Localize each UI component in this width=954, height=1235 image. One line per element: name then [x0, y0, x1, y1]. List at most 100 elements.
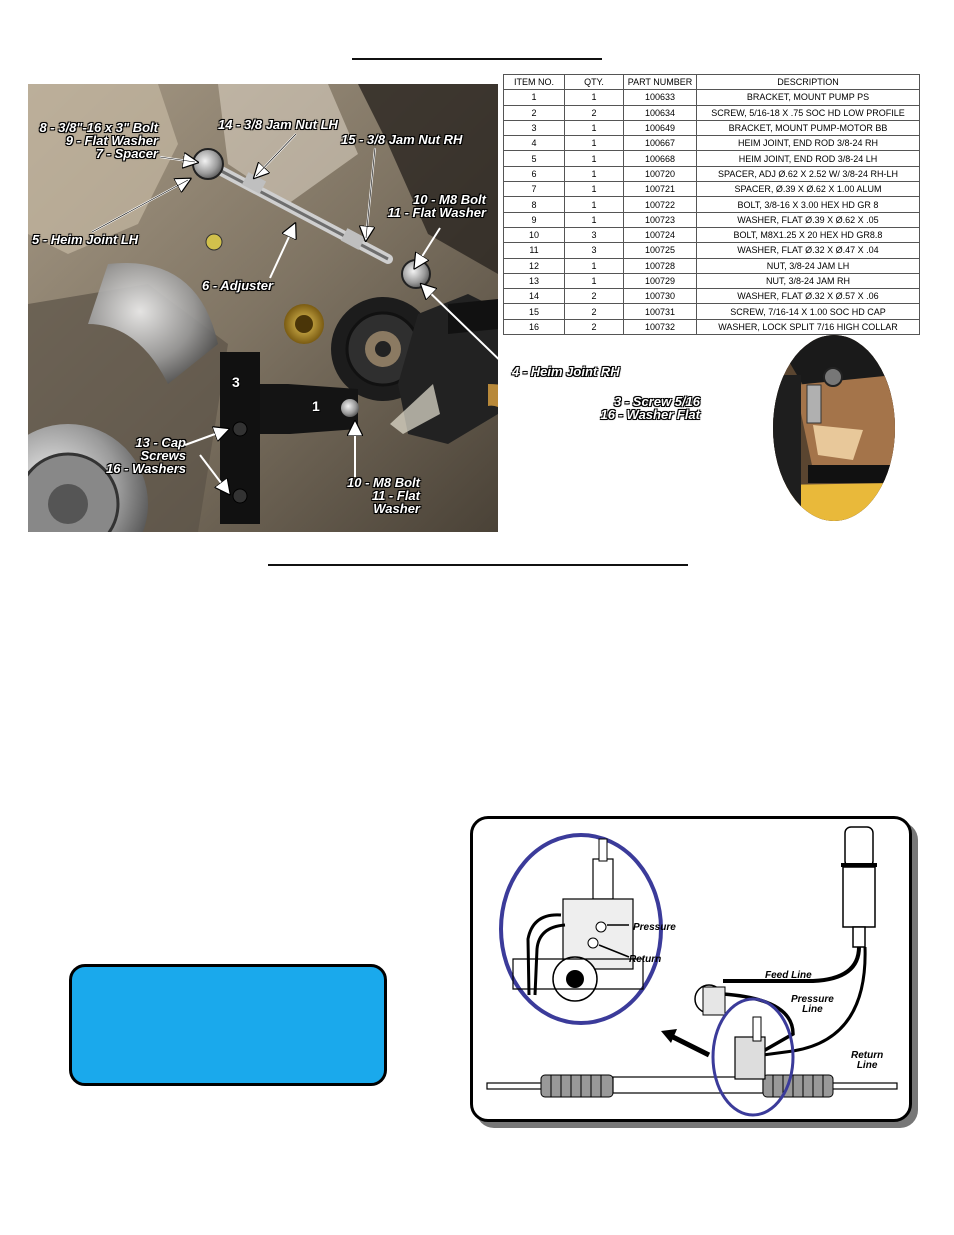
cell-part-number: 100730	[623, 288, 697, 305]
label-return: Return	[629, 954, 662, 965]
cell-item-no: 10	[503, 226, 565, 244]
cell-item-no: 14	[503, 288, 565, 305]
bracket-1-marker: 1	[312, 398, 320, 414]
cell-part-number: 100731	[623, 303, 697, 320]
cell-item-no: 3	[503, 119, 565, 137]
cell-description: SPACER, ADJ Ø.62 X 2.52 W/ 3/8-24 RH-LH	[696, 165, 920, 183]
cell-part-number: 100728	[623, 257, 697, 274]
cell-qty: 1	[564, 165, 624, 183]
label-pressure: Pressure	[633, 922, 676, 933]
callout-jam-nut-lh: 14 - 3/8 Jam Nut LH	[218, 117, 338, 132]
cell-qty: 3	[564, 226, 624, 244]
cell-qty: 1	[564, 196, 624, 213]
cell-part-number: 100634	[623, 104, 697, 121]
cell-item-no: 2	[503, 104, 565, 121]
cell-description: BRACKET, MOUNT PUMP-MOTOR BB	[696, 119, 920, 137]
cell-qty: 2	[564, 303, 624, 320]
cell-part-number: 100667	[623, 135, 697, 152]
cell-part-number: 100724	[623, 226, 697, 244]
power-steering-plumbing-diagram: Pressure Return Feed Line Pressure Line …	[470, 816, 912, 1122]
cell-description: NUT, 3/8-24 JAM RH	[696, 272, 920, 290]
cell-qty: 1	[564, 150, 624, 167]
bracket-3-marker: 3	[232, 374, 240, 390]
cell-description: BRACKET, MOUNT PUMP PS	[696, 89, 920, 106]
cell-qty: 2	[564, 318, 624, 336]
cell-item-no: 7	[503, 181, 565, 198]
cell-part-number: 100668	[623, 150, 697, 167]
middle-rule	[268, 564, 688, 566]
callout-m8-bolt-bottom: 10 - M8 Bolt 11 - Flat Washer	[347, 475, 420, 516]
cell-item-no: 4	[503, 135, 565, 152]
col-item-no: ITEM NO.	[503, 73, 565, 91]
label-feed-line: Feed Line	[765, 970, 812, 981]
cell-description: SPACER, Ø.39 X Ø.62 X 1.00 ALUM	[696, 181, 920, 198]
cell-item-no: 11	[503, 242, 565, 259]
col-part-number: PART NUMBER	[623, 73, 697, 91]
cell-part-number: 100725	[623, 242, 697, 259]
callout-jam-nut-rh: 15 - 3/8 Jam Nut RH	[341, 132, 463, 147]
cell-item-no: 13	[503, 272, 565, 290]
cell-description: BOLT, 3/8-16 X 3.00 HEX HD GR 8	[696, 196, 920, 213]
cell-qty: 1	[564, 89, 624, 106]
callout-heim-joint-rh: 4 - Heim Joint RH	[512, 364, 620, 379]
cell-part-number: 100633	[623, 89, 697, 106]
cell-part-number: 100721	[623, 181, 697, 198]
label-return-line: Return Line	[851, 1050, 884, 1071]
callout-cap-screws-washers: 13 - Cap Screws 16 - Washers	[106, 435, 186, 476]
cell-description: SCREW, 7/16-14 X 1.00 SOC HD CAP	[696, 303, 920, 320]
callout-bolt-washer-spacer: 8 - 3/8"-16 x 3" Bolt 9 - Flat Washer 7 …	[39, 120, 158, 161]
cell-description: WASHER, FLAT Ø.39 X Ø.62 X .05	[696, 211, 920, 228]
cell-qty: 3	[564, 242, 624, 259]
cell-item-no: 12	[503, 257, 565, 274]
cell-qty: 1	[564, 272, 624, 290]
cell-item-no: 16	[503, 318, 565, 336]
inset-detail-photo	[773, 335, 895, 521]
cell-item-no: 15	[503, 303, 565, 320]
label-pressure-line: Pressure Line	[791, 994, 834, 1015]
cell-item-no: 5	[503, 150, 565, 167]
cell-qty: 1	[564, 257, 624, 274]
cell-item-no: 8	[503, 196, 565, 213]
cell-part-number: 100720	[623, 165, 697, 183]
note-box	[69, 964, 387, 1086]
col-description: DESCRIPTION	[696, 73, 920, 91]
cell-item-no: 6	[503, 165, 565, 183]
cell-description: WASHER, FLAT Ø.32 X Ø.57 X .06	[696, 288, 920, 305]
cell-item-no: 1	[503, 89, 565, 106]
cell-description: BOLT, M8X1.25 X 20 HEX HD GR8.8	[696, 226, 920, 244]
callout-m8-bolt-top: 10 - M8 Bolt 11 - Flat Washer	[387, 192, 487, 220]
cell-qty: 1	[564, 211, 624, 228]
table-header-row: ITEM NO. QTY. PART NUMBER DESCRIPTION	[503, 73, 920, 91]
cell-description: HEIM JOINT, END ROD 3/8-24 LH	[696, 150, 920, 167]
col-qty: QTY.	[564, 73, 624, 91]
cell-qty: 1	[564, 135, 624, 152]
cell-qty: 1	[564, 181, 624, 198]
callout-heim-joint-lh: 5 - Heim Joint LH	[32, 232, 139, 247]
top-rule	[352, 58, 602, 60]
cell-part-number: 100649	[623, 119, 697, 137]
cell-part-number: 100732	[623, 318, 697, 336]
cell-description: WASHER, LOCK SPLIT 7/16 HIGH COLLAR	[696, 318, 920, 336]
cell-qty: 2	[564, 288, 624, 305]
callout-adjuster: 6 - Adjuster	[202, 278, 274, 293]
cell-part-number: 100722	[623, 196, 697, 213]
plumbing-illustration	[486, 826, 898, 1117]
cell-qty: 2	[564, 104, 624, 121]
